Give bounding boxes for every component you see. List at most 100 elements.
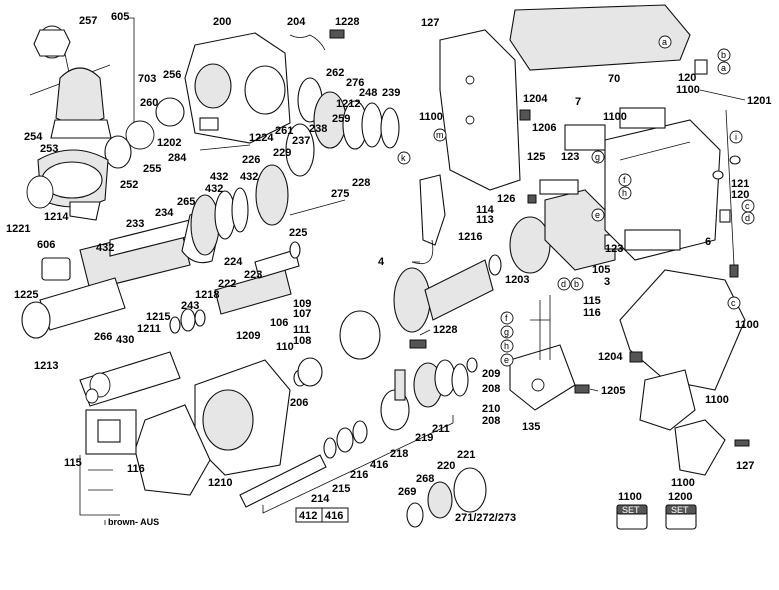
- part-label: 123: [561, 151, 579, 163]
- part-label: 260: [140, 97, 158, 109]
- marker-f: f: [623, 175, 626, 185]
- part-label: 125: [527, 151, 545, 163]
- part-label: 1206: [532, 122, 556, 134]
- part-label: 220: [437, 460, 455, 472]
- set-icon-1200-text: SET: [671, 505, 689, 515]
- part-label: 1210: [208, 477, 232, 489]
- part-label: 210: [482, 403, 500, 415]
- part-label: 70: [608, 73, 620, 85]
- cord-assembly: [411, 174, 446, 265]
- part-label: 1211: [137, 323, 161, 335]
- part-label: 606: [37, 239, 55, 251]
- part-label: 1214: [44, 211, 69, 223]
- part-label: 105: [592, 264, 610, 276]
- part-label: 261: [275, 125, 293, 137]
- part-label: 1225: [14, 289, 38, 301]
- part-label: 4: [378, 256, 385, 268]
- clamp-spring-group: [199, 29, 345, 151]
- marker-c: c: [731, 298, 736, 308]
- part-label: 268: [416, 473, 434, 485]
- marker-g: g: [504, 327, 509, 337]
- marker-m: m: [436, 130, 444, 140]
- part-label: 432: [240, 171, 258, 183]
- part-label: 126: [497, 193, 515, 205]
- part-label: 219: [415, 432, 433, 444]
- part-label: 233: [126, 218, 144, 230]
- chuck-key-assembly: [29, 25, 112, 139]
- part-label: 3: [604, 276, 610, 288]
- part-label: 204: [287, 16, 306, 28]
- marker-a: a: [721, 63, 726, 73]
- part-label: 1200: [668, 491, 692, 503]
- part-label: 113: [476, 214, 494, 226]
- part-label: 200: [213, 16, 231, 28]
- gear-rings-mid: [190, 164, 346, 259]
- part-label: 1204: [598, 351, 623, 363]
- part-label: 209: [482, 368, 500, 380]
- marker-h: h: [504, 341, 509, 351]
- part-label: 115: [64, 457, 82, 469]
- part-label: 248: [359, 87, 377, 99]
- motor-housing-1100: [564, 107, 721, 261]
- cover-1100-bottom: [674, 419, 750, 476]
- leader-lines: [412, 89, 746, 392]
- letter-markers: a b a k m g f h e i c d d b f g h e c: [397, 35, 755, 367]
- set-icon-1200: SET: [665, 504, 697, 530]
- set-icon-1100: SET: [616, 504, 648, 530]
- part-label: 432: [205, 183, 223, 195]
- part-label: 206: [290, 397, 308, 409]
- part-label: 430: [116, 334, 134, 346]
- part-label: 703: [138, 73, 156, 85]
- part-label: 218: [390, 448, 408, 460]
- part-label: 416: [370, 459, 388, 471]
- part-label: 120: [731, 189, 749, 201]
- part-label: 127: [421, 17, 439, 29]
- part-label: 253: [40, 143, 58, 155]
- part-label: 114: [476, 204, 495, 216]
- drive-shaft-left: [79, 249, 300, 407]
- part-label: 120: [678, 72, 696, 84]
- part-label: 1218: [195, 289, 219, 301]
- part-label: 7: [575, 96, 581, 108]
- part-label: 239: [382, 87, 400, 99]
- part-label: 1224: [249, 132, 274, 144]
- part-label: 106: [270, 317, 288, 329]
- part-label: 1100: [618, 491, 642, 503]
- case-70: [509, 4, 691, 71]
- part-label: 1100: [419, 111, 443, 123]
- part-label: 229: [273, 147, 291, 159]
- marker-e: e: [504, 355, 509, 365]
- side-handle-1100-right: [619, 269, 746, 431]
- part-label: 108: [293, 335, 311, 347]
- part-label: 412: [299, 510, 317, 522]
- marker-d: d: [745, 213, 750, 223]
- part-label: 1100: [603, 111, 627, 123]
- part-label: 225: [289, 227, 307, 239]
- marker-k: k: [401, 153, 406, 163]
- part-label: 215: [332, 483, 350, 495]
- part-label: 211: [432, 423, 450, 435]
- part-label: 110: [276, 341, 294, 353]
- part-label: 109: [293, 298, 311, 310]
- part-label: 1202: [157, 137, 181, 149]
- part-label: 226: [242, 154, 260, 166]
- part-label: 221: [457, 449, 475, 461]
- part-label: 228: [352, 177, 370, 189]
- part-label: 266: [94, 331, 112, 343]
- part-label: 1228: [433, 324, 457, 336]
- part-label: 123: [605, 243, 623, 255]
- part-label: 1100: [671, 477, 695, 489]
- part-label: 1204: [523, 93, 548, 105]
- part-label: 1228: [335, 16, 359, 28]
- part-labels: 257 605 703 256 260 254 253 255 252 1214…: [6, 11, 771, 527]
- part-label: 275: [331, 188, 349, 200]
- brush-holder-small-parts: [694, 59, 741, 278]
- part-label: 262: [326, 67, 344, 79]
- part-label: 432: [210, 171, 228, 183]
- part-label: 222: [218, 278, 236, 290]
- part-label: 115: [583, 295, 601, 307]
- marker-f: f: [505, 313, 508, 323]
- wiring-note: brown- AUS: [108, 517, 159, 527]
